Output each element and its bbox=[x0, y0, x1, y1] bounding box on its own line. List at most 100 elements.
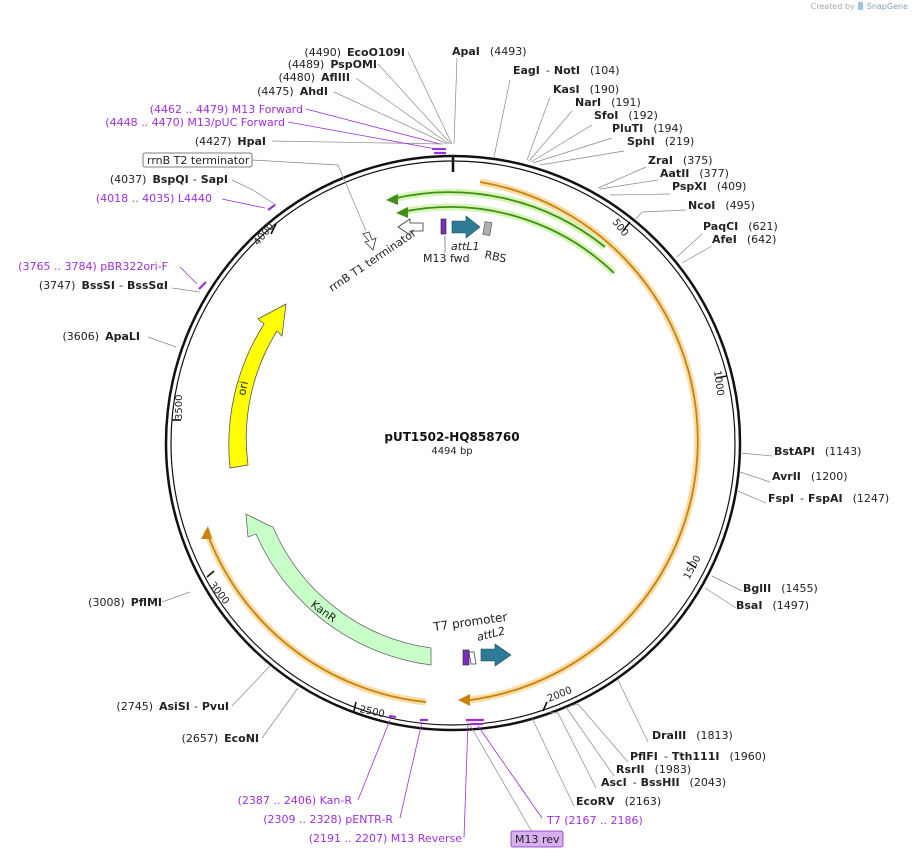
svg-text:(2657)EcoNI: (2657) EcoNI bbox=[182, 732, 259, 745]
enzyme-name: ZraI bbox=[648, 154, 673, 167]
svg-text:(4475)AhdI: (4475)AhdI bbox=[257, 85, 328, 98]
primer-label: M13 rev bbox=[515, 833, 560, 846]
kanr-feature: KanR bbox=[245, 513, 432, 666]
svg-text:PaqCI(621): PaqCI(621) bbox=[703, 220, 778, 233]
enzyme-name-2: SapI bbox=[201, 173, 228, 186]
snapgene-logo-icon bbox=[858, 2, 864, 10]
enzyme-name: AhdI bbox=[300, 85, 328, 98]
svg-text:(3606)ApaLI: (3606) ApaLI bbox=[63, 330, 141, 343]
svg-text:AscI-BssHII(2043): AscI-BssHII(2043) bbox=[601, 776, 726, 789]
feature-label: RBS bbox=[483, 248, 507, 265]
leader-lines-left bbox=[147, 51, 453, 739]
svg-text:BstAPI(1143): BstAPI (1143) bbox=[774, 445, 861, 458]
site-position: (3008) bbox=[88, 596, 125, 609]
enzyme-name-2: BssHII bbox=[641, 776, 680, 789]
enzyme-name: SfoI bbox=[594, 109, 618, 122]
enzyme-name-2: BssSαI bbox=[127, 279, 168, 292]
site-position: (1200) bbox=[811, 470, 848, 483]
tick-marks bbox=[172, 221, 728, 712]
site-position: (1247) bbox=[853, 492, 890, 505]
svg-text:PflFI-Tth111I(1960): PflFI-Tth111I(1960) bbox=[630, 750, 766, 763]
enzyme-name-2: Tth111I bbox=[672, 750, 720, 763]
svg-text:DraIII(1813): DraIII(1813) bbox=[652, 729, 733, 742]
tick-labels: 500 1000 1500 2000 2500 3000 3500 4000 bbox=[174, 217, 725, 720]
enzyme-name: EcoNI bbox=[224, 732, 259, 745]
site-position: (191) bbox=[611, 96, 641, 109]
site-position: (219) bbox=[665, 135, 695, 148]
svg-text:SfoI(192): SfoI(192) bbox=[594, 109, 658, 122]
enzyme-name: BstAPI bbox=[774, 445, 815, 458]
site-position: (4489) bbox=[288, 58, 325, 71]
site-position: (2745) bbox=[116, 700, 153, 713]
tick-label: 1000 bbox=[711, 370, 725, 397]
site-position: (3747) bbox=[39, 279, 76, 292]
site-labels-right: ApaI(4493) EagI-NotI(104) KasI(190) NarI… bbox=[452, 45, 889, 827]
enzyme-name: PflFI bbox=[630, 750, 658, 763]
enzyme-name: BglII bbox=[743, 582, 771, 595]
tick-label: 3500 bbox=[174, 395, 185, 420]
site-position: (1455) bbox=[781, 582, 818, 595]
primer-label: (3765 .. 3784) pBR322ori-F bbox=[18, 260, 168, 273]
enzyme-name: BspQI bbox=[152, 173, 188, 186]
svg-text:EcoRV(2163): EcoRV(2163) bbox=[576, 795, 661, 808]
svg-text:(4480)AflIII: (4480)AflIII bbox=[278, 71, 350, 84]
enzyme-name: BsaI bbox=[736, 599, 762, 612]
enzyme-name: AflIII bbox=[321, 71, 350, 84]
enzyme-name-2: PvuI bbox=[202, 700, 229, 713]
rrnb-t2-label: rrnB T2 terminator bbox=[142, 152, 253, 168]
svg-text:BglII(1455): BglII (1455) bbox=[743, 582, 818, 595]
promoter-icon bbox=[468, 651, 477, 665]
ori-label: ori bbox=[235, 380, 251, 397]
primer-label: T7 (2167 .. 2186) bbox=[546, 814, 643, 827]
site-position: (495) bbox=[725, 199, 755, 212]
enzyme-name: PluTI bbox=[612, 122, 643, 135]
site-position: (2657) bbox=[182, 732, 219, 745]
svg-text:BsaI(1497): BsaI (1497) bbox=[736, 599, 809, 612]
leader-lines-right bbox=[453, 57, 773, 833]
terminator-arrow-icon bbox=[397, 218, 424, 236]
svg-text:EagI-NotI(104): EagI-NotI(104) bbox=[513, 64, 620, 77]
enzyme-name: AvrII bbox=[772, 470, 801, 483]
enzyme-name: ApaLI bbox=[105, 330, 140, 343]
primer-label: (4448 .. 4470) M13/pUC Forward bbox=[105, 116, 285, 129]
site-position: (1960) bbox=[729, 750, 766, 763]
svg-text:PluTI(194): PluTI (194) bbox=[612, 122, 683, 135]
svg-text:RsrII(1983): RsrII(1983) bbox=[616, 763, 691, 776]
plasmid-length: 4494 bp bbox=[431, 446, 472, 457]
site-position: (642) bbox=[747, 233, 777, 246]
svg-text:(4427)HpaI: (4427)HpaI bbox=[195, 135, 266, 148]
backbone bbox=[164, 154, 742, 732]
site-position: (375) bbox=[683, 154, 713, 167]
att-arrow-icon bbox=[451, 215, 481, 239]
orange-feature-arc-2 bbox=[201, 526, 427, 706]
enzyme-name: PspOMI bbox=[330, 58, 377, 71]
svg-text:(3008)PflMI: (3008)PflMI bbox=[88, 596, 162, 609]
enzyme-name: SphI bbox=[627, 135, 655, 148]
primer-label: (2387 .. 2406) Kan-R bbox=[238, 794, 353, 807]
svg-text:NcoI(495): NcoI(495) bbox=[688, 199, 755, 212]
credit-line: Created by SnapGene bbox=[811, 2, 908, 11]
site-position: (1143) bbox=[825, 445, 862, 458]
enzyme-name: HpaI bbox=[237, 135, 266, 148]
enzyme-name: KasI bbox=[553, 83, 580, 96]
site-position: (194) bbox=[653, 122, 683, 135]
svg-text:AfeI(642): AfeI(642) bbox=[712, 233, 776, 246]
site-position: (1983) bbox=[655, 763, 692, 776]
site-position: (190) bbox=[590, 83, 620, 96]
plasmid-name: pUT1502-HQ858760 bbox=[384, 430, 519, 444]
site-position: (1497) bbox=[772, 599, 809, 612]
enzyme-name: PaqCI bbox=[703, 220, 738, 233]
site-position: (377) bbox=[699, 167, 729, 180]
bottom-small-features: T7 promoter attL2 bbox=[431, 610, 512, 667]
svg-text:SphI(219): SphI (219) bbox=[627, 135, 694, 148]
primer-bind-icon bbox=[462, 649, 470, 666]
site-position: (3606) bbox=[63, 330, 100, 343]
enzyme-name: PspXI bbox=[672, 180, 707, 193]
svg-text:(4037)BspQI-SapI: (4037)BspQI-SapI bbox=[110, 173, 228, 186]
site-position: (104) bbox=[590, 64, 620, 77]
svg-text:FspI-FspAI(1247): FspI-FspAI(1247) bbox=[768, 492, 889, 505]
ori-feature: ori bbox=[228, 303, 287, 469]
enzyme-name: AatII bbox=[660, 167, 689, 180]
svg-text:PspXI(409): PspXI(409) bbox=[672, 180, 746, 193]
feature-label: rrnB T1 terminator bbox=[326, 226, 419, 294]
